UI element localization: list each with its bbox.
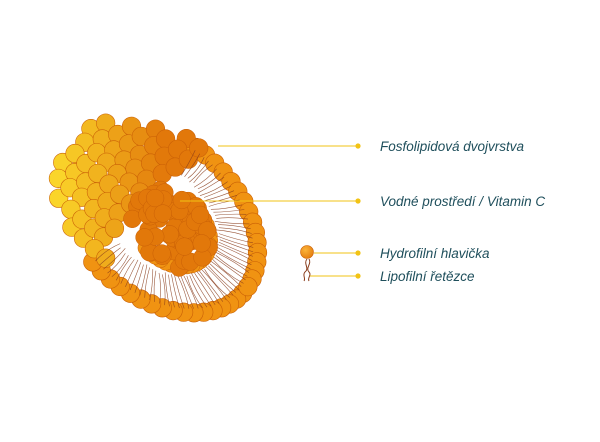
lipid-tail: [197, 172, 221, 190]
lipid-tail: [184, 153, 201, 177]
label-bilayer: Fosfolipidová dvojvrstva: [380, 139, 525, 154]
lipid-tail: [115, 256, 132, 281]
lipid-tail: [168, 274, 175, 308]
lipid-tail: [173, 272, 185, 309]
lipid-tail: [202, 263, 234, 296]
core-molecule: [192, 234, 211, 253]
lipid-tail: [218, 233, 253, 244]
lipid-tail: [215, 251, 250, 273]
core-molecule: [172, 190, 191, 210]
lipid-tail: [205, 190, 235, 201]
lipid-tail: [158, 272, 161, 304]
lipid-tail: [218, 227, 252, 234]
lipid-tail: [194, 273, 216, 306]
lipid-tail: [134, 264, 144, 293]
core-molecule: [175, 237, 194, 256]
lipid-tail: [164, 272, 170, 307]
lipid-tail: [208, 265, 237, 293]
lipid-tail: [210, 204, 243, 210]
tail-sample-icon: [303, 258, 308, 282]
tail-sample-icon-2: [307, 258, 311, 282]
leader-dots: [355, 143, 361, 279]
lipid-tail: [190, 272, 212, 307]
lipid-tail: [189, 275, 208, 308]
core-molecule: [146, 189, 165, 208]
lipid-tail: [204, 269, 230, 298]
lipid-tail: [217, 244, 253, 261]
lipid-tail: [209, 263, 239, 290]
lipid-tail: [139, 264, 148, 296]
leader-lines: [180, 145, 358, 277]
lipid-tail: [208, 199, 240, 207]
lipid-tail: [215, 229, 253, 239]
lipid-tail: [199, 181, 228, 196]
leader-dot-bilayer: [355, 143, 361, 149]
lipid-tail: [193, 164, 213, 184]
lipid-tail: [198, 270, 224, 302]
lipid-tail: [187, 157, 205, 179]
lipid-tails: [95, 150, 254, 309]
lipid-tail: [214, 213, 247, 216]
outer-leaflet: [48, 113, 268, 323]
lipid-tail: [209, 260, 242, 287]
lipid-tail: [215, 235, 254, 248]
lipid-tail: [125, 259, 139, 288]
phospholipid-head: [238, 277, 258, 297]
lipid-tail: [186, 275, 203, 309]
leader-dot-core: [355, 198, 361, 204]
lipid-tail: [180, 275, 194, 309]
surface-head: [189, 138, 209, 158]
lipid-tail: [217, 224, 251, 229]
lipid-tail: [120, 259, 135, 284]
core-molecule: [135, 228, 154, 247]
lipid-tail: [149, 269, 154, 300]
lipid-tail: [153, 270, 157, 302]
lipid-tail: [199, 267, 227, 300]
label-head: Hydrofilní hlavička: [380, 246, 490, 261]
lipid-tail: [189, 160, 209, 183]
core-molecule: [191, 205, 210, 224]
label-tail: Lipofilní řetězce: [380, 269, 475, 284]
leader-dot-head: [355, 250, 361, 256]
lipid-tail: [177, 275, 190, 309]
liposome-illustration: [48, 113, 268, 323]
lipid-tail: [203, 185, 232, 198]
leader-dot-tail: [355, 273, 361, 279]
lipid-tail: [219, 239, 254, 253]
lipid-tail: [208, 195, 237, 204]
core-molecule: [152, 244, 171, 263]
lipid-tail: [218, 241, 253, 257]
core-molecule: [153, 204, 172, 223]
lipid-tail: [129, 262, 142, 291]
lipid-tail: [183, 275, 199, 309]
surface-head: [104, 218, 125, 238]
lipid-tail: [214, 221, 250, 225]
lipid-tail: [107, 253, 126, 274]
lipid-tail: [111, 255, 129, 278]
lipid-tail: [198, 177, 225, 194]
head-sample-icon: [300, 245, 314, 259]
lipid-tail: [212, 255, 246, 281]
lipid-tail: [216, 217, 249, 220]
lipid-tail: [193, 168, 217, 188]
lipid-tail: [162, 274, 166, 306]
aqueous-core: [123, 180, 218, 277]
lipid-tail: [181, 150, 196, 176]
lipid-tail: [171, 274, 180, 309]
lipid-tail: [216, 246, 252, 265]
phospholipid-sample: [300, 245, 314, 282]
lipid-tail: [213, 209, 245, 213]
lipid-tail: [215, 255, 248, 277]
lipid-tail: [99, 247, 121, 266]
label-core: Vodné prostředí / Vitamin C: [380, 194, 545, 209]
lipid-tail: [144, 267, 150, 298]
lipid-tail: [103, 248, 126, 270]
lipid-tail: [212, 259, 244, 284]
lipid-tail: [194, 269, 220, 304]
lipid-tail: [95, 243, 121, 262]
